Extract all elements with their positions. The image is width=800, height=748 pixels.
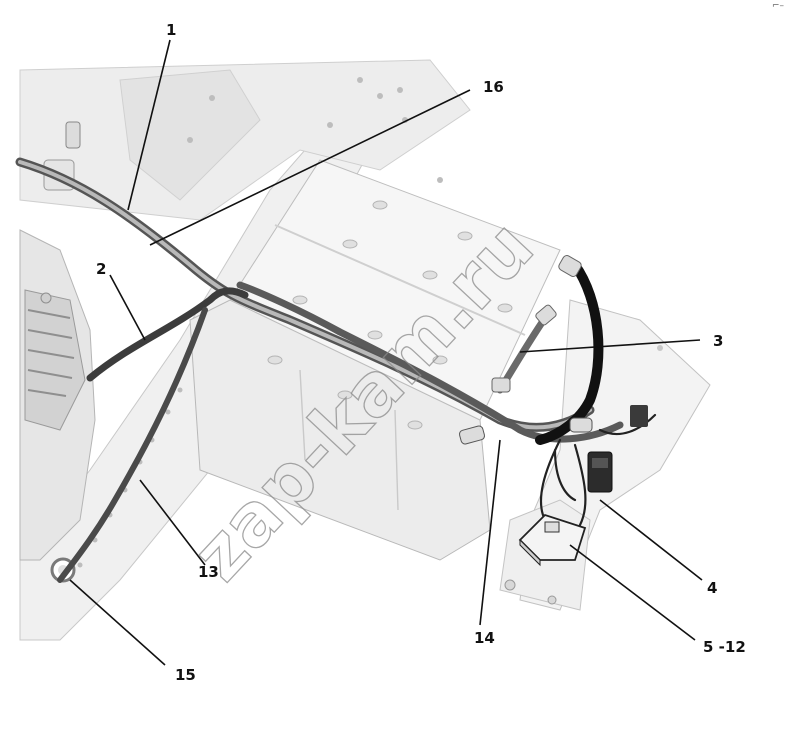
connector-block	[587, 405, 648, 493]
callout-3: 3	[713, 332, 723, 350]
battery-cable-loop	[535, 260, 604, 445]
leader-13	[139, 479, 206, 566]
callout-15: 15	[175, 666, 196, 684]
leader-4	[599, 499, 703, 581]
leader-2	[109, 274, 146, 341]
second-cable	[236, 281, 624, 443]
engine-block	[19, 229, 96, 561]
leader-16	[149, 89, 471, 246]
leader-3	[519, 339, 701, 353]
battery-caps	[267, 200, 513, 430]
callout-2: 2	[96, 260, 106, 278]
leader-lines	[69, 39, 703, 666]
callout-4: 4	[707, 579, 717, 597]
callout-13: 13	[198, 563, 219, 581]
leader-15	[69, 579, 166, 666]
leader-5-12	[569, 544, 696, 641]
battery-pair	[189, 159, 561, 561]
leader-14	[479, 439, 501, 626]
callout-5-12: 5 -12	[703, 638, 746, 656]
leader-1	[127, 39, 171, 211]
battery-terminals	[458, 255, 593, 445]
cable-harness	[15, 157, 657, 583]
callouts: 1 16 2 3 4 5 -12 13 14 15	[96, 21, 746, 684]
callout-14: 14	[474, 629, 495, 647]
callout-1: 1	[166, 21, 176, 39]
corner-mark: ⌐–	[772, 1, 785, 11]
control-wires	[539, 413, 657, 527]
battery-top	[229, 159, 561, 421]
cable-13	[57, 307, 208, 583]
cable-2	[86, 287, 249, 382]
relay-module	[518, 513, 587, 567]
callout-16: 16	[483, 78, 504, 96]
